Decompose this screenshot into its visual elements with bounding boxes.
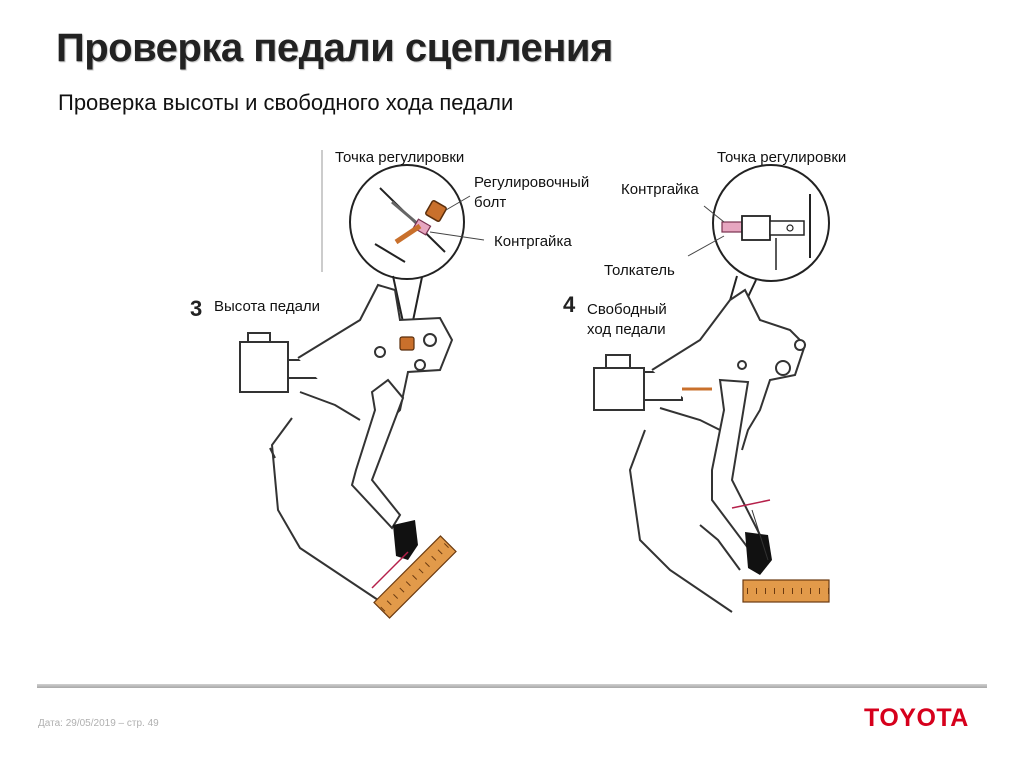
adjusting-bolt-label: Регулировочный bbox=[474, 174, 589, 191]
left-zoom-circle bbox=[349, 164, 485, 280]
right-pedal-assembly bbox=[593, 288, 807, 613]
step-3-number: 3 bbox=[190, 296, 202, 321]
step-4-number: 4 bbox=[563, 292, 576, 317]
slide-subtitle: Проверка высоты и свободного хода педали bbox=[58, 90, 514, 115]
left-locknut-label: Контргайка bbox=[494, 233, 572, 250]
footer-date-page: Дата: 29/05/2019 – стр. 49 bbox=[38, 718, 159, 729]
pedal-height-label: Высота педали bbox=[214, 298, 320, 315]
left-ruler bbox=[373, 535, 457, 619]
free-play-label-line2: ход педали bbox=[587, 321, 666, 338]
right-locknut-label: Контргайка bbox=[621, 181, 699, 198]
right-adjust-point-label: Точка регулировки bbox=[717, 149, 846, 166]
pushrod-label: Толкатель bbox=[604, 262, 675, 279]
right-pedal-diagram: Точка регулировки Контргайка Толкатель 4… bbox=[563, 149, 846, 613]
adjusting-bolt-label-line2: болт bbox=[474, 194, 506, 211]
left-pedal-assembly bbox=[239, 283, 454, 601]
right-zoom-circle bbox=[687, 164, 830, 282]
footer-divider bbox=[37, 684, 987, 688]
left-pedal-diagram: Точка регулировки Регулировочный болт Ко… bbox=[190, 149, 589, 619]
left-adjust-point-label: Точка регулировки bbox=[335, 149, 464, 166]
free-play-label: Свободный bbox=[587, 301, 667, 318]
right-ruler bbox=[742, 579, 830, 603]
toyota-logo: TOYOTA bbox=[864, 704, 969, 732]
slide-title: Проверка педали сцепления bbox=[56, 26, 613, 70]
